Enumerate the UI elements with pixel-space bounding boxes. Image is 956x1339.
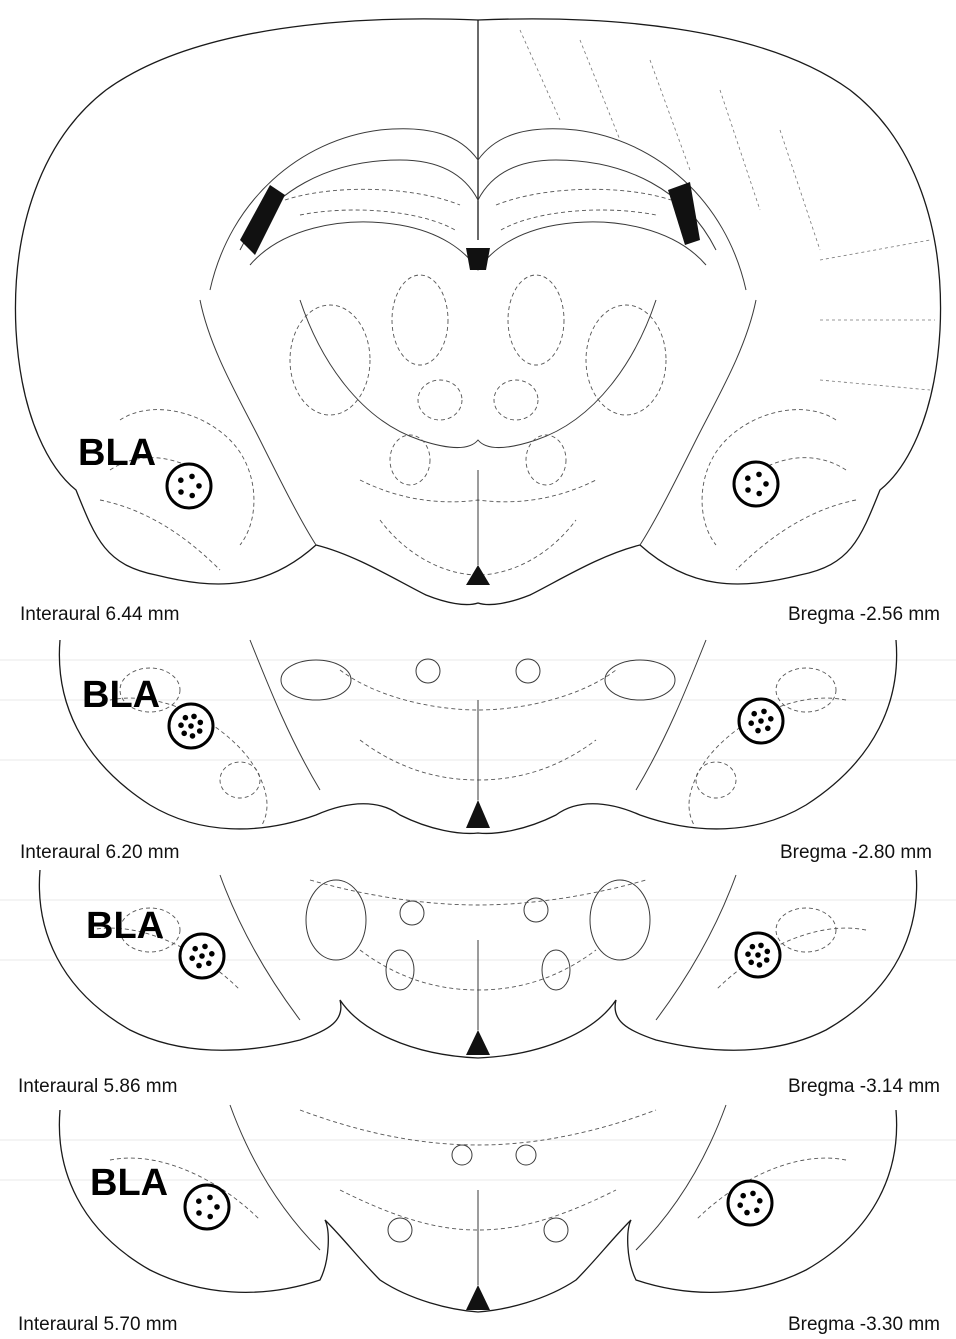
site-dot bbox=[761, 708, 767, 715]
site-dot bbox=[178, 722, 184, 728]
interaural-label-section-3: Interaural 5.86 mm bbox=[18, 1076, 177, 1097]
site-dot bbox=[202, 943, 208, 950]
site-dot bbox=[197, 719, 204, 726]
site-dot bbox=[757, 1198, 763, 1204]
interaural-label-section-2: Interaural 6.20 mm bbox=[20, 842, 179, 863]
site-dot bbox=[199, 953, 205, 959]
site-dot bbox=[751, 710, 757, 717]
site-dot bbox=[748, 959, 754, 966]
site-dot bbox=[748, 720, 754, 726]
site-dot bbox=[196, 728, 203, 734]
injection-site-section-2-left bbox=[167, 702, 215, 750]
section-3-outline bbox=[38, 869, 918, 1059]
interaural-label-section-1: Interaural 6.44 mm bbox=[20, 604, 179, 625]
site-dot bbox=[755, 952, 761, 958]
section-1-outline bbox=[14, 18, 942, 606]
site-dot bbox=[754, 1207, 760, 1214]
site-dot bbox=[755, 727, 761, 734]
site-dot bbox=[758, 942, 764, 949]
site-dot bbox=[196, 962, 202, 969]
site-dot bbox=[740, 1192, 746, 1199]
site-dot bbox=[178, 489, 184, 495]
region-label-section-4: BLA bbox=[90, 1162, 168, 1204]
site-dot bbox=[756, 962, 763, 968]
site-dot bbox=[756, 490, 762, 497]
section-2-outline bbox=[58, 639, 898, 835]
region-label-section-1: BLA bbox=[78, 432, 156, 474]
site-dot bbox=[207, 1213, 213, 1220]
site-dot bbox=[182, 714, 189, 721]
injection-site-section-4-right bbox=[726, 1179, 774, 1227]
injection-site-section-1-left bbox=[165, 462, 213, 510]
injection-site-section-1-right bbox=[732, 460, 780, 508]
site-dot bbox=[189, 492, 195, 499]
site-dot bbox=[196, 1198, 202, 1204]
site-dot bbox=[209, 951, 215, 957]
site-dot bbox=[196, 1210, 202, 1216]
bregma-label-section-1: Bregma -2.56 mm bbox=[788, 604, 940, 625]
injection-site-section-3-right bbox=[734, 931, 782, 979]
section-4-outline bbox=[58, 1104, 898, 1313]
bregma-label-section-4: Bregma -3.30 mm bbox=[788, 1314, 940, 1335]
site-dot bbox=[745, 951, 751, 957]
site-dot bbox=[758, 718, 764, 724]
bregma-label-section-3: Bregma -3.14 mm bbox=[788, 1076, 940, 1097]
injection-site-section-2-right bbox=[737, 697, 785, 745]
site-dot bbox=[764, 948, 771, 955]
site-dot bbox=[189, 473, 195, 480]
site-dot bbox=[214, 1204, 220, 1210]
site-ring bbox=[732, 460, 780, 508]
site-dot bbox=[207, 1194, 213, 1201]
site-dot bbox=[192, 945, 198, 952]
site-dot bbox=[745, 475, 751, 482]
site-dot bbox=[196, 483, 202, 489]
site-ring bbox=[726, 1179, 774, 1227]
site-dot bbox=[188, 723, 194, 729]
site-dot bbox=[189, 733, 196, 739]
injection-site-section-4-left bbox=[183, 1183, 231, 1231]
site-ring bbox=[165, 462, 213, 510]
site-dot bbox=[750, 1190, 756, 1197]
site-dot bbox=[744, 1209, 750, 1216]
site-dot bbox=[765, 725, 771, 732]
site-dot bbox=[181, 730, 187, 737]
site-dot bbox=[189, 955, 195, 961]
site-dot bbox=[206, 960, 212, 967]
site-dot bbox=[768, 716, 774, 722]
injection-site-section-3-left bbox=[178, 932, 226, 980]
site-dot bbox=[178, 477, 184, 484]
bregma-label-section-2: Bregma -2.80 mm bbox=[780, 842, 932, 863]
site-dot bbox=[745, 487, 751, 493]
region-label-section-2: BLA bbox=[82, 674, 160, 716]
site-dot bbox=[763, 481, 769, 487]
site-dot bbox=[737, 1202, 743, 1208]
site-dot bbox=[756, 471, 762, 478]
interaural-label-section-4: Interaural 5.70 mm bbox=[18, 1314, 177, 1335]
site-dot bbox=[191, 713, 197, 720]
site-dot bbox=[749, 943, 756, 950]
region-label-section-3: BLA bbox=[86, 905, 164, 947]
site-ring bbox=[183, 1183, 231, 1231]
site-dot bbox=[763, 957, 770, 963]
